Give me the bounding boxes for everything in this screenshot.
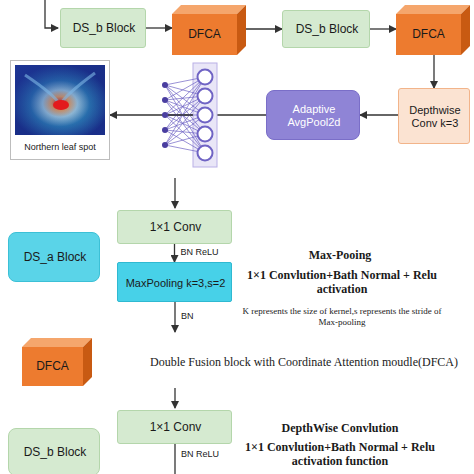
legend-heading: DepthWise Convlution (215, 421, 465, 435)
signal-label: BN (181, 311, 221, 322)
flow-arrow (174, 178, 175, 208)
attention-cube: DFCA (396, 5, 470, 55)
node-label: Depthwise Conv k=3 (399, 89, 471, 145)
node-label: DS_b Block (283, 11, 371, 49)
flow-arrow (370, 28, 396, 29)
flow-arrow (360, 114, 398, 115)
flow-arrow (246, 28, 282, 29)
flow-arrow (174, 244, 175, 262)
signal-label: BN ReLU (181, 449, 241, 460)
node-label: DS_a Block (9, 233, 101, 283)
legend-note: Double Fusion block with Coordinate Atte… (150, 355, 470, 369)
flow-arrow (110, 114, 266, 115)
flow-arrow (174, 444, 175, 474)
node-label: DFCA (396, 14, 461, 55)
legend-block-box: DS_b Block (8, 428, 100, 474)
node-label: Northern leaf spot (11, 135, 109, 159)
legend-note: 1×1 Convlution+Bath Normal + Relu activa… (225, 440, 455, 469)
flow-arrow (174, 388, 175, 408)
legend-note: K represents the size of kernel,s repres… (232, 306, 452, 328)
node-label: 1×1 Conv (118, 211, 233, 245)
input-wire (45, 0, 58, 28)
conv-box: Depthwise Conv k=3 (398, 88, 470, 144)
pool-box: MaxPooling k=3,s=2 (117, 262, 232, 302)
legend-heading: Max-Pooing (215, 248, 465, 262)
conv-box: 1×1 Conv (117, 210, 232, 244)
pool-box: Adaptive AvgPool2d (266, 90, 360, 140)
block-box: DS_b Block (60, 8, 146, 48)
fully-connected-layer (162, 63, 217, 167)
heatmap-image (15, 65, 105, 135)
edge-label: BN ReLU (181, 247, 219, 258)
flow-arrow (433, 55, 434, 88)
node-label: MaxPooling k=3,s=2 (118, 263, 233, 303)
legend-block-box: DS_a Block (8, 232, 100, 282)
flow-arrow (146, 27, 172, 28)
legend-attention-cube: DFCA (22, 338, 92, 386)
node-label: DS_b Block (61, 9, 147, 49)
node-label: DFCA (172, 14, 237, 55)
node-label: DS_b Block (9, 429, 101, 474)
attention-cube: DFCA (172, 5, 246, 55)
legend-note: 1×1 Convlution+Bath Normal + Relu activa… (222, 268, 462, 297)
node-label: 1×1 Conv (118, 411, 233, 445)
result-image: Northern leaf spot (10, 60, 110, 160)
node-label: Adaptive AvgPool2d (267, 91, 361, 141)
flow-arrow (174, 302, 175, 332)
conv-box: 1×1 Conv (117, 410, 232, 444)
node-label: DFCA (22, 347, 83, 386)
block-box: DS_b Block (282, 10, 370, 48)
